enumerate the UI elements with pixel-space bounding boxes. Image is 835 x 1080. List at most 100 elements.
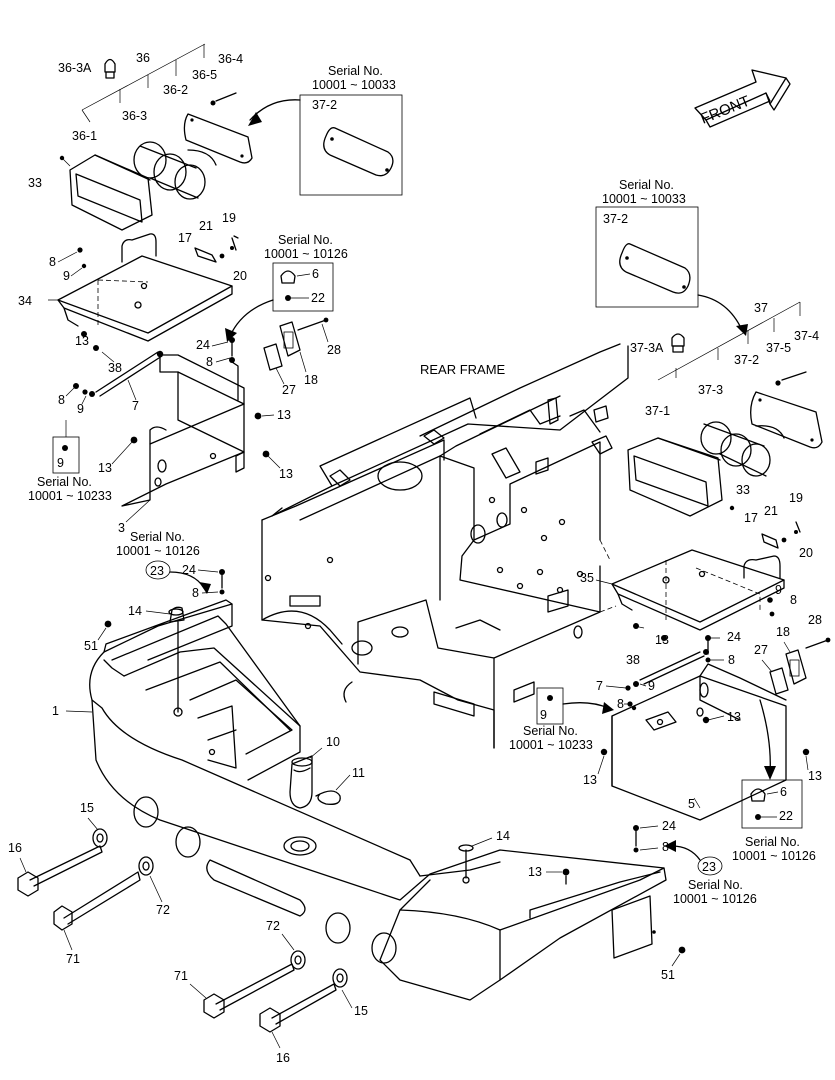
serial-box-6-22-right: [741, 779, 803, 829]
serial-box-37-2-right: [595, 206, 699, 308]
serial-note-10233-b-title: Serial No.: [523, 724, 578, 738]
serial-note-10126-b-range: 10001 ~ 10126: [116, 544, 200, 558]
callout-13-left-d: 13: [279, 467, 293, 481]
callout-20-right: 20: [799, 546, 813, 560]
callout-13-left-a: 13: [75, 334, 89, 348]
callout-17-left: 17: [178, 231, 192, 245]
callout-24-top: 24: [182, 563, 196, 577]
callout-21-left: 21: [199, 219, 213, 233]
callout-51-left: 51: [84, 639, 98, 653]
bolt-71-bottom: [203, 950, 306, 1019]
callout-34: 34: [18, 294, 32, 308]
callout-28-left: 28: [327, 343, 341, 357]
callout-7-left: 7: [132, 399, 139, 413]
callout-8-left-mid: 8: [206, 355, 213, 369]
callout-37-3a: 37-3A: [630, 341, 664, 355]
callout-10: 10: [326, 735, 340, 749]
callout-37-2-left: 37-2: [312, 98, 337, 112]
callout-15-top: 15: [80, 801, 94, 815]
callout-3: 3: [118, 521, 125, 535]
callout-9-right-b: 9: [648, 679, 655, 693]
bolt-71-top: [53, 856, 154, 931]
callout-37-1: 37-1: [645, 404, 670, 418]
callout-13-left-c: 13: [98, 461, 112, 475]
callout-27-left: 27: [282, 383, 296, 397]
bolt-16-bottom: [259, 968, 348, 1033]
rear-frame: REAR FRAME: [261, 343, 629, 749]
callout-1: 1: [52, 704, 59, 718]
callout-6-left: 6: [312, 267, 319, 281]
lamp-assembly-36: [59, 43, 253, 231]
callout-71-top: 71: [66, 952, 80, 966]
lamp-bracket-3: [121, 354, 245, 507]
callout-33-right: 33: [736, 483, 750, 497]
callout-18-left: 18: [304, 373, 318, 387]
callout-5: 5: [688, 797, 695, 811]
serial-box-37-2-left: [299, 94, 403, 196]
callout-11: 11: [352, 766, 365, 780]
callout-13-left-b: 13: [277, 408, 291, 422]
callout-37-4: 37-4: [794, 329, 819, 343]
callout-27-right: 27: [754, 643, 768, 657]
leader-arrow-9-right: [562, 702, 609, 709]
serial-note-10126-b-title: Serial No.: [130, 530, 185, 544]
callout-13-right-a: 13: [655, 633, 669, 647]
callout-24-right: 24: [727, 630, 741, 644]
serial-note-10233-b-range: 10001 ~ 10233: [509, 738, 593, 752]
serial-note-10033-a-range: 10001 ~ 10033: [312, 78, 396, 92]
callout-19-left: 19: [222, 211, 236, 225]
serial-note-10126-c-range: 10001 ~ 10126: [732, 849, 816, 863]
callout-9-right-box: 9: [540, 708, 547, 722]
callout-16-bottom: 16: [276, 1051, 290, 1065]
lamp-assembly-37: [627, 301, 823, 517]
callout-6-right: 6: [780, 785, 787, 799]
callout-13-bottom: 13: [528, 865, 542, 879]
callout-18-right: 18: [776, 625, 790, 639]
callout-8-bottom: 8: [662, 840, 669, 854]
callout-72-top: 72: [156, 903, 170, 917]
serial-badge-23-bottom: [697, 856, 723, 876]
callout-22-right: 22: [779, 809, 793, 823]
serial-box-9-right: [536, 687, 564, 725]
callout-51-right: 51: [661, 968, 675, 982]
serial-note-10233-a-title: Serial No.: [37, 475, 92, 489]
callout-24-bottom: 24: [662, 819, 676, 833]
serial-note-10126-a-range: 10001 ~ 10126: [264, 247, 348, 261]
leader-arrow-23-bottom: [671, 845, 701, 861]
serial-badge-23-top: [145, 560, 171, 580]
callout-36-3: 36-3: [122, 109, 147, 123]
callout-9-left-box: 9: [57, 456, 64, 470]
callout-35: 35: [580, 571, 594, 585]
serial-note-10126-d-title: Serial No.: [688, 878, 743, 892]
serial-note-10033-b-title: Serial No.: [619, 178, 674, 192]
callout-9-right-a: 9: [775, 583, 782, 597]
leader-arrow-6-22-left: [229, 299, 274, 337]
callout-8-top: 8: [192, 586, 199, 600]
serial-note-10126-d-range: 10001 ~ 10126: [673, 892, 757, 906]
callout-15-bottom: 15: [354, 1004, 368, 1018]
serial-note-10126-a-title: Serial No.: [278, 233, 333, 247]
callout-37: 37: [754, 301, 768, 315]
callout-36-2: 36-2: [163, 83, 188, 97]
callout-8-left-a: 8: [49, 255, 56, 269]
callout-36-3a: 36-3A: [58, 61, 92, 75]
latch-18-27-left: [263, 317, 329, 371]
callout-8-right-c: 8: [617, 697, 624, 711]
serial-note-10233-a-range: 10001 ~ 10233: [28, 489, 112, 503]
rod-7-left: [73, 350, 164, 397]
callout-13-right-c: 13: [583, 773, 597, 787]
callout-36: 36: [136, 51, 150, 65]
callout-17-right: 17: [744, 511, 758, 525]
serial-note-10126-c-title: Serial No.: [745, 835, 800, 849]
callout-38-right: 38: [626, 653, 640, 667]
callout-23-top: 23: [150, 564, 164, 578]
callout-36-4: 36-4: [218, 52, 243, 66]
callout-36-5: 36-5: [192, 68, 217, 82]
callout-13-right-d: 13: [808, 769, 822, 783]
callout-33-left: 33: [28, 176, 42, 190]
callout-28-right: 28: [808, 613, 822, 627]
callout-9-left-b: 9: [77, 402, 84, 416]
callout-8-right-a: 8: [790, 593, 797, 607]
callout-36-1: 36-1: [72, 129, 97, 143]
